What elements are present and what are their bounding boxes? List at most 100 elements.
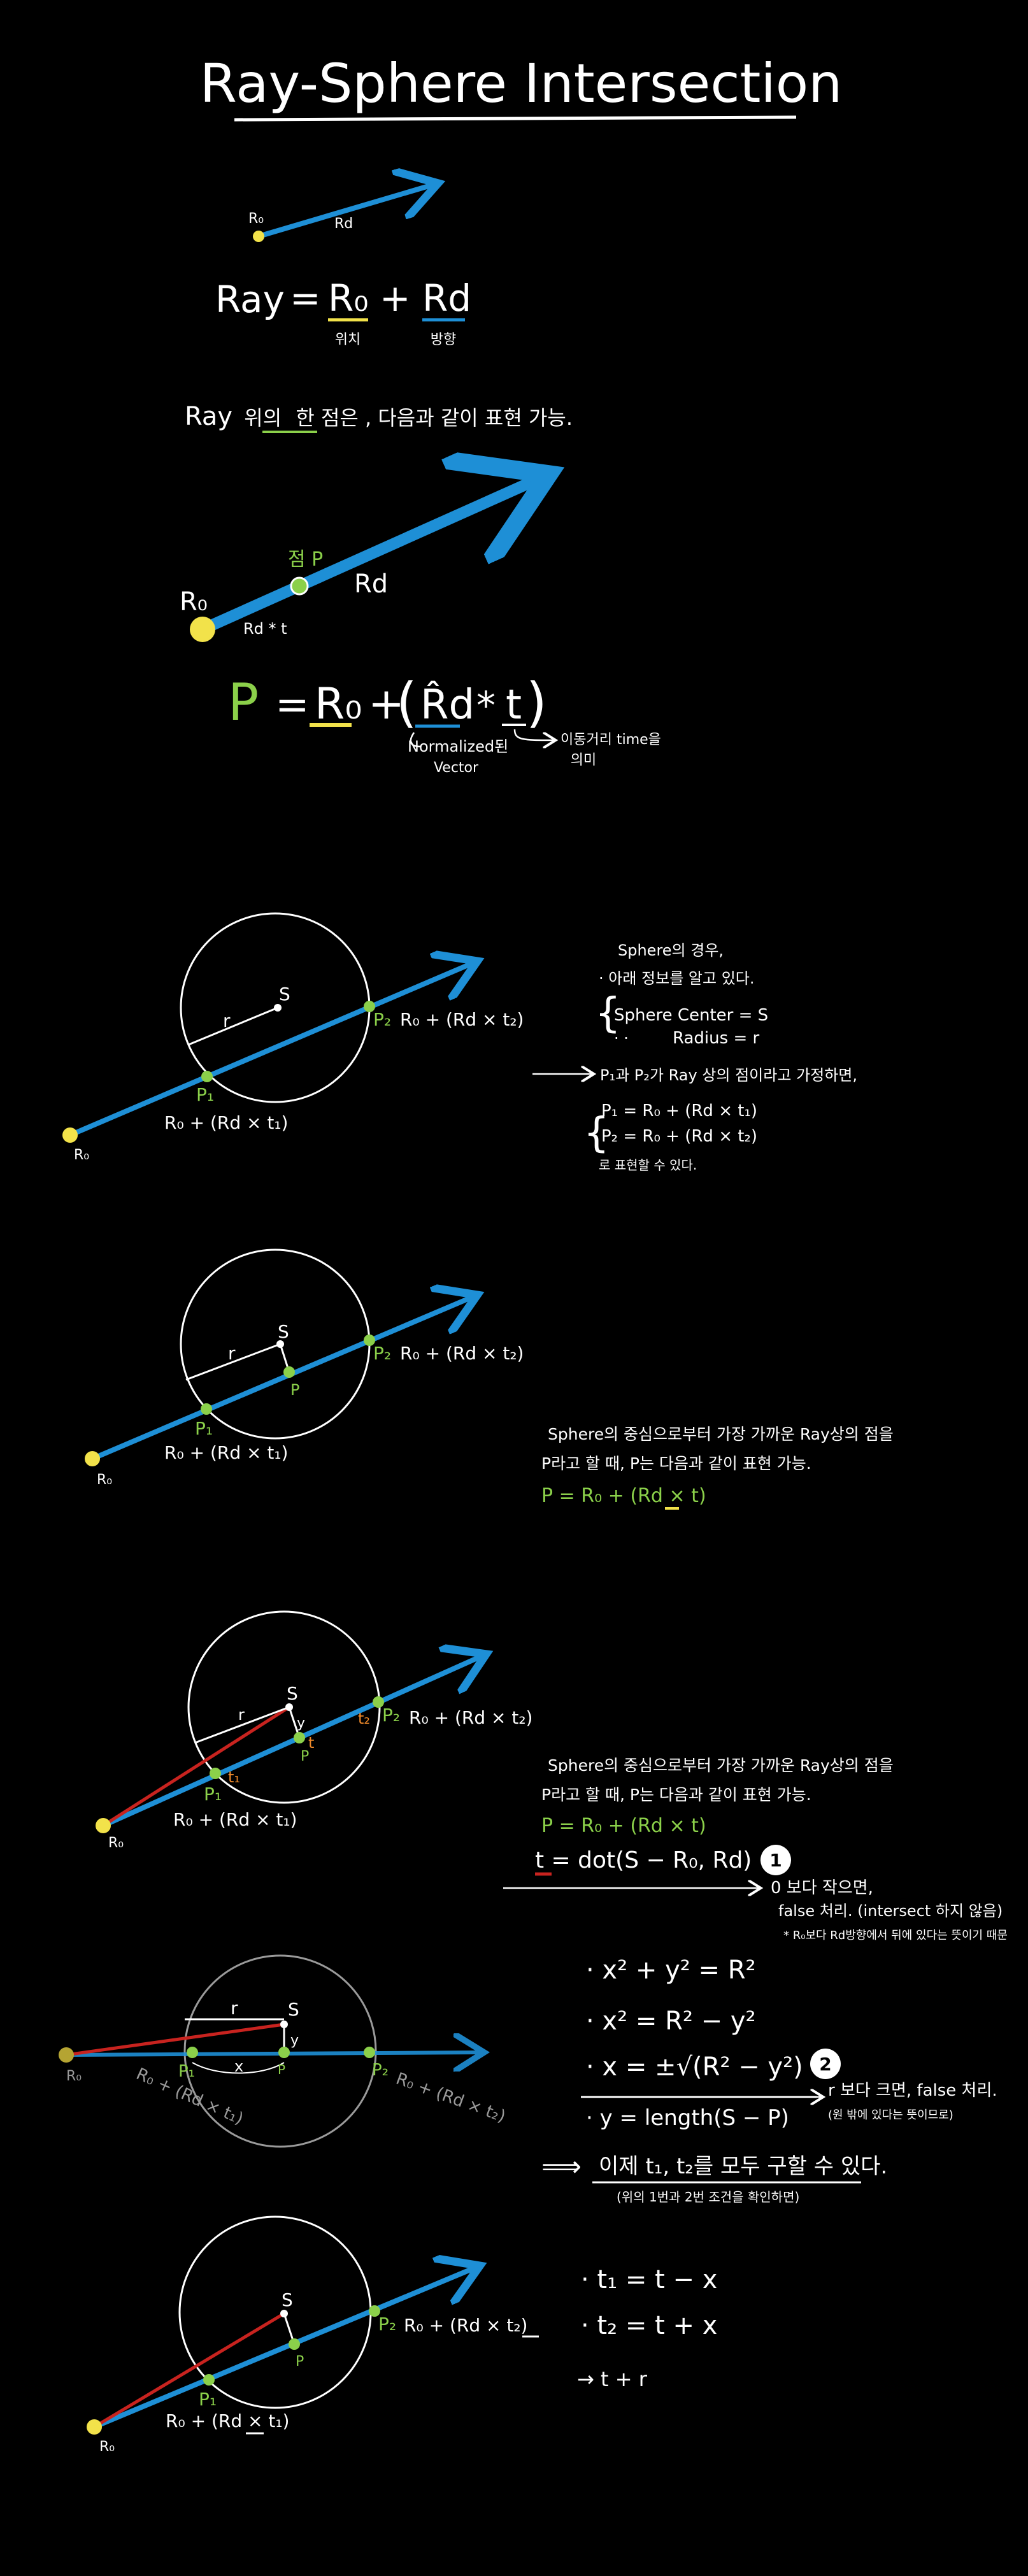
note-title: Sphere의 경우, xyxy=(618,941,724,959)
ray-origin xyxy=(62,1127,78,1143)
closest-note-1: Sphere의 중심으로부터 가장 가까운 Ray상의 점을 xyxy=(548,1425,894,1443)
ray-line xyxy=(91,1297,473,1461)
normalized-bracket xyxy=(410,732,421,748)
eq-ray: Ray xyxy=(215,278,285,321)
s-label: S xyxy=(278,1321,289,1342)
section-sphere-intersections: S r P₁ P₂ R₀ R₀ + (Rd × t₂) R₀ + (Rd × t… xyxy=(62,912,857,1173)
closest-point-marker xyxy=(289,2338,300,2350)
closest-note-1: Sphere의 중심으로부터 가장 가까운 Ray상의 점을 xyxy=(548,1756,894,1775)
p1-marker xyxy=(203,2374,215,2386)
p1-equation: P₁ = R₀ + (Rd × t₁) xyxy=(601,1101,757,1120)
t1-equation: · t₁ = t − x xyxy=(581,2265,717,2294)
radius-line xyxy=(185,1343,281,1381)
ray-line xyxy=(102,1656,482,1828)
double-arrow: ⟹ xyxy=(541,2150,582,2183)
p2-label: P₂ xyxy=(373,1009,391,1030)
page-title: Ray-Sphere Intersection xyxy=(200,52,843,115)
radius-line xyxy=(188,1006,278,1046)
sphere-center xyxy=(285,1703,293,1711)
s-label: S xyxy=(282,2289,293,2310)
normalized-label: Normalized된 xyxy=(408,738,508,755)
sentence-point: 한 점은 xyxy=(296,406,359,430)
ray-line xyxy=(93,2268,475,2429)
p1-formula: R₀ + (Rd × t₁) xyxy=(164,1442,288,1463)
sphere-circle xyxy=(183,1954,377,2148)
point-p-label: 점 P xyxy=(288,548,323,571)
badge-2-circle xyxy=(810,2049,841,2079)
p1-label: P₁ xyxy=(204,1784,222,1805)
y-label: y xyxy=(290,2033,299,2049)
p2-formula: R₀ + (Rd × t₂) xyxy=(400,1009,524,1030)
x-arc xyxy=(192,2062,285,2074)
section-point-sentence: Ray 위의 한 점은 , 다음과 같이 표현 가능. xyxy=(185,402,573,433)
radius-note: Radius = r xyxy=(673,1029,759,1048)
radius-line xyxy=(194,1706,290,1744)
p1-marker xyxy=(187,2047,198,2058)
s-label: S xyxy=(288,1999,299,2020)
closest-note-2: P라고 할 때, P는 다음과 같이 표현 가능. xyxy=(541,1785,811,1804)
position-label: 위치 xyxy=(335,332,361,348)
p-label: P xyxy=(290,1381,299,1399)
p1-label: P₁ xyxy=(199,2389,217,2410)
t2-equation: · t₂ = t + x xyxy=(581,2311,717,2340)
p1-label: P₁ xyxy=(178,2062,195,2081)
ray-origin xyxy=(85,1451,100,1466)
section-closest-point: S r P P₁ P₂ R₀ R₀ + (Rd × t₂) R₀ + (Rd ×… xyxy=(85,1249,894,1510)
direction-label: 방향 xyxy=(431,332,456,348)
eq-p: P xyxy=(228,673,259,732)
eq-open-paren: ( xyxy=(396,671,417,734)
p-relation-note: P₁과 P₂가 Ray 상의 점이라고 가정하면, xyxy=(600,1066,857,1084)
ray-line xyxy=(66,2052,480,2055)
y-condition-2: (원 밖에 있다는 뜻이므로) xyxy=(828,2108,953,2122)
section-t1-t2: S P P₁ P₂ R₀ R₀ + (Rd × t₂) R₀ + (Rd × t… xyxy=(87,2215,717,2455)
closest-point-marker xyxy=(294,1732,305,1743)
p2-label: P₂ xyxy=(382,1705,400,1726)
eq-ro-2: R₀ xyxy=(315,679,362,729)
p2-marker xyxy=(364,1335,375,1346)
badge-1-circle xyxy=(760,1845,791,1875)
pythag-eq-2: · x² = R² − y² xyxy=(586,2007,756,2036)
eq-equals: = xyxy=(290,276,321,320)
p2-marker xyxy=(373,1696,384,1708)
t-note-arrow xyxy=(513,729,554,740)
pythag-eq-1: · x² + y² = R² xyxy=(586,1956,756,1985)
ray-arrow-large xyxy=(200,479,538,635)
closest-point-marker xyxy=(283,1366,295,1378)
eq-close-paren: ) xyxy=(526,671,547,734)
t-note-2: 의미 xyxy=(571,752,596,768)
p2-label: P₂ xyxy=(378,2314,396,2335)
ray-origin-large xyxy=(190,617,215,642)
sphere-center xyxy=(276,1340,284,1348)
p2-formula: R₀ + (Rd × t₂) xyxy=(400,1343,524,1364)
ro-label: R₀ xyxy=(108,1835,124,1851)
sphere-center xyxy=(280,2310,288,2317)
p1-formula: R₀ + (Rd × t₁) xyxy=(166,2410,289,2431)
now-solve: 이제 t₁, t₂를 모두 구할 수 있다. xyxy=(599,2154,887,2179)
t2-label: t₂ xyxy=(358,1710,370,1728)
p2-label: P₂ xyxy=(372,2061,389,2080)
eq-rd: Rd xyxy=(422,276,471,320)
condition-3: * R₀보다 Rd방향에서 뒤에 있다는 뜻이기 때문 xyxy=(783,1929,1008,1942)
t1-label: t₁ xyxy=(228,1768,240,1786)
eq-rd-hat: R̂d xyxy=(420,680,475,729)
point-p-marker xyxy=(290,576,309,596)
closest-eq: P = R₀ + (Rd × t) xyxy=(541,1485,706,1507)
ro-label: R₀ xyxy=(97,1472,112,1488)
p2-formula: R₀ + (Rd × t₂) xyxy=(394,2069,508,2126)
ro-label: R₀ xyxy=(99,2439,115,2455)
closest-note-2: P라고 할 때, P는 다음과 같이 표현 가능. xyxy=(541,1454,811,1473)
condition-1: 0 보다 작으면, xyxy=(771,1878,873,1898)
sentence-rest-1: 위의 xyxy=(244,406,282,430)
section-pythagoras: S r y x P P₁ P₂ R₀ R₀ + (Rd × t₂) R₀ + (… xyxy=(59,1954,997,2205)
eq-ro: R₀ xyxy=(328,276,369,320)
t-note-1: 이동거리 time을 xyxy=(560,732,661,748)
p1-formula: R₀ + (Rd × t₁) xyxy=(173,1809,297,1830)
condition-2: false 처리. (intersect 하지 않음) xyxy=(778,1902,1003,1920)
rd-times-t-label: Rd * t xyxy=(243,620,287,638)
sentence-rest-2: , 다음과 같이 표현 가능. xyxy=(365,406,573,430)
p1-marker xyxy=(210,1768,221,1779)
p1-marker xyxy=(201,1403,212,1415)
pythag-eq-4: · y = length(S − P) xyxy=(586,2105,789,2131)
pythag-eq-3: · x = ±√(R² − y²) xyxy=(586,2052,803,2082)
